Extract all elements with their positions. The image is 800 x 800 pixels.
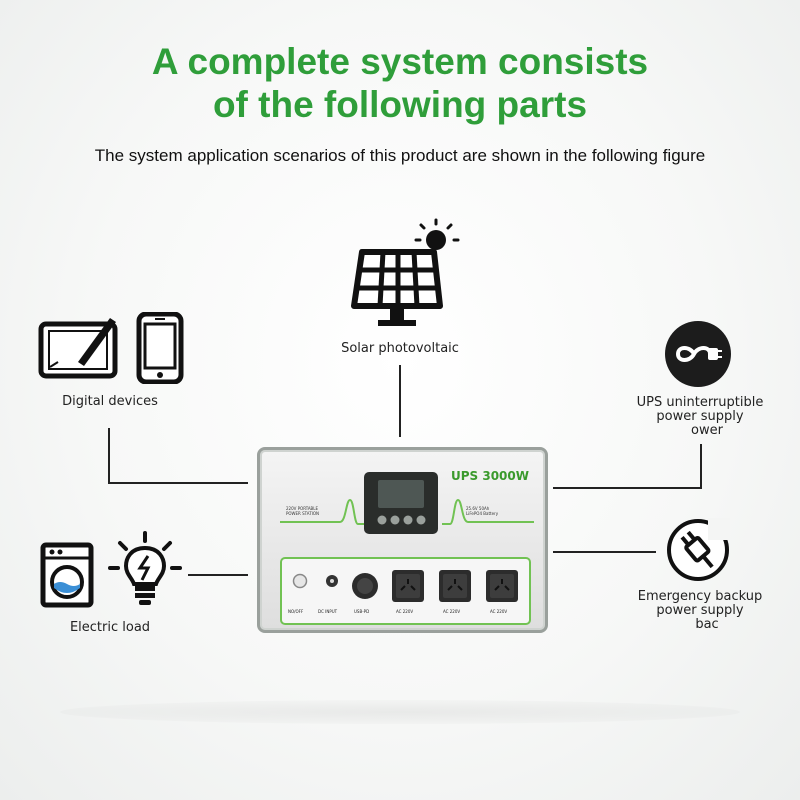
device-left-spec-line-1: 220V PORTABLE <box>286 506 319 511</box>
solar-connector <box>399 365 401 437</box>
lightbulb-icon <box>108 531 182 605</box>
device-control-buttons[interactable] <box>376 512 428 528</box>
solar-label: Solar photovoltaic <box>341 341 459 356</box>
floor-shadow <box>60 700 740 724</box>
page-subtitle: The system application scenarios of this… <box>94 146 706 165</box>
ups-connector-vertical <box>700 444 702 488</box>
device-left-spec-line-2: POWER STATION <box>286 511 319 516</box>
sun-icon <box>414 218 460 250</box>
device-port-panel: NO/OFF DC INPUT USB-PD AC 220V <box>280 557 531 625</box>
tablet-icon <box>38 318 118 379</box>
ups-power-station: UPS 3000W 220V PORTABLE POWER STATION 25… <box>257 447 548 633</box>
solar-panel-icon <box>351 218 460 326</box>
emergency-label: Emergency backup power supply bac <box>620 590 780 632</box>
ups-label-ghost: ower <box>691 423 723 438</box>
ups-label: UPS uninterruptible power supply ower <box>620 396 780 438</box>
emergency-label-line-2: power supply <box>656 603 744 618</box>
power-switch-icon[interactable] <box>292 573 308 589</box>
ac-outlet-1[interactable] <box>392 570 424 602</box>
device-lcd-screen <box>378 480 424 508</box>
digital-devices-label: Digital devices <box>62 394 158 409</box>
device-model-label: UPS 3000W <box>451 469 529 483</box>
washing-machine-icon <box>40 542 94 608</box>
ups-label-line-1: UPS uninterruptible <box>636 395 764 410</box>
emergency-label-line-1: Emergency backup <box>637 589 763 604</box>
device-left-spec: 220V PORTABLE POWER STATION <box>286 506 319 516</box>
left-wave-decoration <box>280 498 366 525</box>
right-wave-decoration <box>442 498 534 525</box>
electric-load-label: Electric load <box>69 620 151 635</box>
smartphone-icon <box>136 312 184 384</box>
title-line-2: of the following parts <box>212 84 588 125</box>
page-title: A complete system consists of the follow… <box>0 40 800 126</box>
port-label-ac-1: AC 220V <box>396 609 414 614</box>
ac-outlet-2[interactable] <box>439 570 471 602</box>
ac-socket-icon <box>490 574 514 598</box>
electric-load-connector <box>188 574 248 576</box>
ac-socket-icon <box>443 574 467 598</box>
ups-infinity-plug-icon <box>665 321 731 387</box>
port-label-ac-3: AC 220V <box>490 609 508 614</box>
emergency-connector <box>553 551 656 553</box>
plug-icon <box>667 518 730 581</box>
emergency-label-ghost: bac <box>695 617 719 632</box>
port-label-ac-2: AC 220V <box>443 609 461 614</box>
ac-socket-icon <box>396 574 420 598</box>
device-right-spec-line-2: LiFePO4 Battery <box>466 511 499 516</box>
port-label-power: NO/OFF <box>288 609 304 614</box>
usb-pd-port-icon[interactable] <box>350 569 380 603</box>
digital-connector-vertical <box>108 428 110 483</box>
port-label-dc-input: DC INPUT <box>318 609 338 614</box>
ac-outlet-3[interactable] <box>486 570 518 602</box>
port-label-usb-pd: USB-PD <box>354 609 370 614</box>
device-right-spec-line-1: 25.6V 50Ah <box>466 506 490 511</box>
ups-label-line-2: power supply <box>656 409 744 424</box>
title-line-1: A complete system consists <box>151 41 649 82</box>
dc-input-port-icon[interactable] <box>324 573 340 589</box>
device-display-module <box>364 472 438 534</box>
digital-connector-horizontal <box>108 482 248 484</box>
device-right-spec: 25.6V 50Ah LiFePO4 Battery <box>466 506 498 516</box>
ups-connector-horizontal <box>553 487 702 489</box>
